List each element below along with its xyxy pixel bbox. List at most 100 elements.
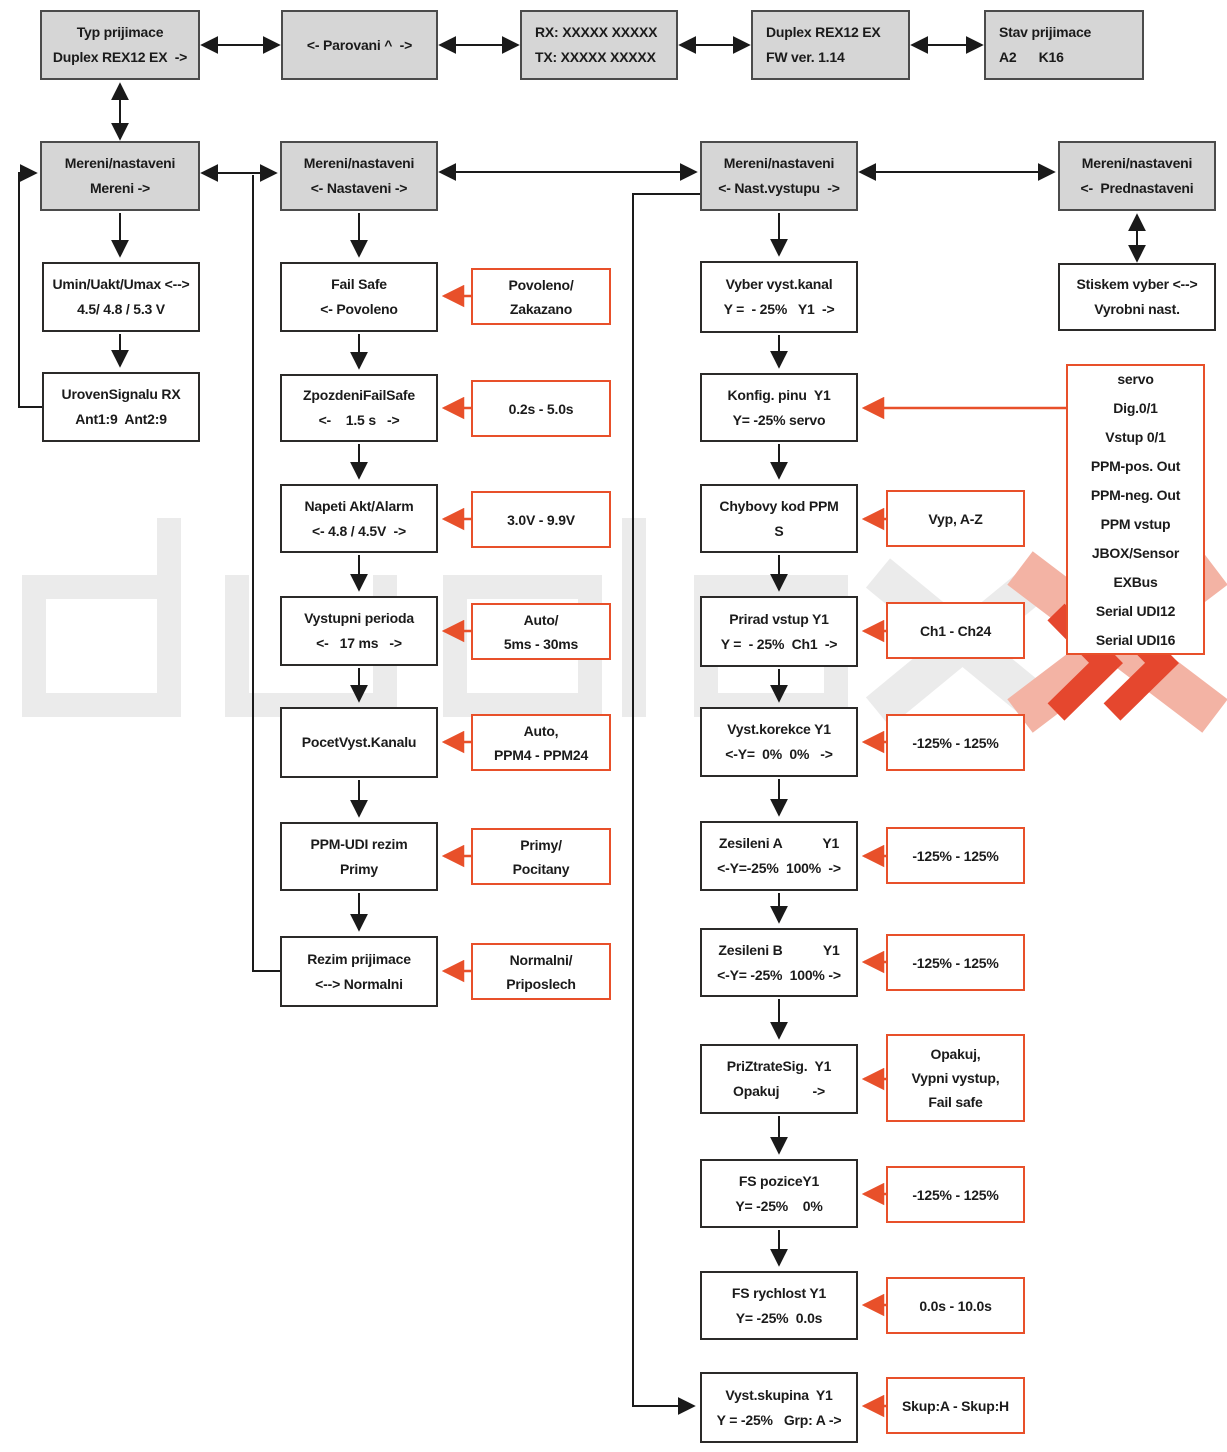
- node-pri-ztrate-sig: PriZtrateSig. Y1 Opakuj ->: [700, 1044, 858, 1114]
- line: Opakuj,: [930, 1046, 981, 1062]
- node-rezim-prijimace: Rezim prijimace <--> Normalni: [280, 936, 438, 1007]
- annotation-normalni-priposlech: Normalni/ Priposlech: [471, 943, 611, 1000]
- node-pocet-vyst-kanalu: PocetVyst.Kanalu: [280, 707, 438, 778]
- line: -125% - 125%: [912, 954, 999, 971]
- annotation-zesileni-a-range: -125% - 125%: [886, 827, 1025, 884]
- line: Ch1 - Ch24: [919, 622, 992, 639]
- line: PocetVyst.Kanalu: [301, 734, 417, 750]
- line: Y= -25% 0.0s: [735, 1309, 823, 1326]
- line: <- 1.5 s ->: [318, 412, 400, 428]
- annotation-ch-range: Ch1 - Ch24: [886, 602, 1025, 659]
- line: ZpozdeniFailSafe: [303, 387, 415, 403]
- line: Vypni vystup,: [911, 1070, 1000, 1086]
- line: <- Prednastaveni: [1080, 180, 1194, 196]
- line: Fail safe: [928, 1094, 983, 1110]
- line: Normalni/: [509, 951, 573, 968]
- line: Konfig. pinu Y1: [727, 386, 831, 403]
- annotation-ppm-count-range: Auto, PPM4 - PPM24: [471, 714, 611, 771]
- line: Ant1:9 Ant2:9: [75, 411, 167, 427]
- line: Vyp, A-Z: [928, 510, 983, 527]
- line: Serial UDI16: [1095, 631, 1176, 648]
- line: 4.5/ 4.8 / 5.3 V: [77, 301, 165, 317]
- line: Vystupni perioda: [304, 610, 414, 626]
- line: Y = -25% Grp: A ->: [716, 1411, 842, 1428]
- line: <- Povoleno: [320, 301, 398, 317]
- node-fail-safe: Fail Safe <- Povoleno: [280, 262, 438, 332]
- line: Zesileni A Y1: [718, 835, 840, 851]
- line: Zesileni B Y1: [718, 941, 840, 958]
- node-prirad-vstup: Prirad vstup Y1 Y = - 25% Ch1 ->: [700, 596, 858, 667]
- line: Vyber vyst.kanal: [725, 276, 833, 292]
- line: Skup:A - Skup:H: [902, 1397, 1009, 1414]
- node-ppm-udi-rezim: PPM-UDI rezim Primy: [280, 822, 438, 891]
- line: -125% - 125%: [912, 1186, 999, 1203]
- line: Opakuj ->: [733, 1083, 825, 1099]
- line: PPM-pos. Out: [1090, 457, 1181, 474]
- node-vyst-skupina: Vyst.skupina Y1 Y = -25% Grp: A ->: [700, 1372, 858, 1443]
- annotation-signal-loss-options: Opakuj, Vypni vystup, Fail safe: [886, 1034, 1025, 1122]
- node-menu-nastaveni: Mereni/nastaveni <- Nastaveni ->: [280, 141, 438, 211]
- node-stav-prijimace: Stav prijimace A2 K16: [984, 10, 1144, 80]
- node-menu-nast-vystupu: Mereni/nastaveni <- Nast.vystupu ->: [700, 141, 858, 211]
- line: Chybovy kod PPM: [719, 497, 839, 514]
- line: Napeti Akt/Alarm: [304, 497, 414, 514]
- node-menu-mereni: Mereni/nastaveni Mereni ->: [40, 141, 200, 211]
- line: TX: XXXXX XXXXX: [535, 49, 656, 65]
- annotation-korekce-range: -125% - 125%: [886, 714, 1025, 771]
- line: Fail Safe: [331, 276, 387, 292]
- line: Prirad vstup Y1: [729, 610, 829, 627]
- node-vystupni-perioda: Vystupni perioda <- 17 ms ->: [280, 596, 438, 666]
- line: PPM-neg. Out: [1090, 486, 1181, 503]
- annotation-primy-pocitany: Primy/ Pocitany: [471, 828, 611, 885]
- annotation-povoleno-zakazano: Povoleno/ Zakazano: [471, 268, 611, 325]
- annotation-period-range: Auto/ 5ms - 30ms: [471, 603, 611, 660]
- node-fw-version: Duplex REX12 EX FW ver. 1.14: [751, 10, 910, 80]
- node-konfig-pinu: Konfig. pinu Y1 Y= -25% servo: [700, 373, 858, 442]
- node-fs-rychlost: FS rychlost Y1 Y= -25% 0.0s: [700, 1271, 858, 1340]
- line: PPM-UDI rezim: [310, 835, 408, 852]
- line: Serial UDI12: [1095, 602, 1176, 619]
- line: -125% - 125%: [912, 847, 999, 864]
- line: Y = - 25% Ch1 ->: [720, 635, 838, 652]
- line: Mereni/nastaveni: [303, 155, 415, 171]
- node-napeti-akt-alarm: Napeti Akt/Alarm <- 4.8 / 4.5V ->: [280, 484, 438, 553]
- line: Auto,: [523, 722, 559, 739]
- line: Y = - 25% Y1 ->: [723, 301, 835, 317]
- line: <-Y= 0% 0% ->: [725, 746, 833, 762]
- node-vyst-korekce: Vyst.korekce Y1 <-Y= 0% 0% ->: [700, 707, 858, 777]
- line: PPM4 - PPM24: [493, 746, 589, 763]
- line: 0.2s - 5.0s: [508, 400, 574, 417]
- line: PPM vstup: [1100, 515, 1171, 532]
- line: -125% - 125%: [912, 734, 999, 751]
- line: Mereni/nastaveni: [1081, 155, 1193, 171]
- line: EXBus: [1113, 573, 1158, 590]
- line: JBOX/Sensor: [1091, 544, 1180, 561]
- line: FS poziceY1: [738, 1172, 820, 1189]
- line: Primy: [340, 860, 378, 877]
- line: 5ms - 30ms: [503, 635, 579, 652]
- line: <- 17 ms ->: [316, 635, 402, 651]
- line: Duplex REX12 EX: [766, 24, 881, 40]
- annotation-failsafe-delay-range: 0.2s - 5.0s: [471, 380, 611, 437]
- line: Duplex REX12 EX ->: [52, 49, 188, 65]
- line: Auto/: [523, 611, 559, 628]
- line: Y= -25% 0%: [735, 1197, 823, 1214]
- node-chybovy-kod-ppm: Chybovy kod PPM S: [700, 484, 858, 553]
- line: Mereni/nastaveni: [64, 155, 176, 171]
- line: <--> Normalni: [315, 975, 403, 992]
- annotation-pin-config-options: servo Dig.0/1 Vstup 0/1 PPM-pos. Out PPM…: [1066, 364, 1205, 655]
- line: <- Nast.vystupu ->: [718, 180, 840, 196]
- line: Y= -25% servo: [732, 411, 826, 428]
- line: Mereni ->: [89, 180, 151, 196]
- line: Zakazano: [509, 300, 573, 317]
- node-uroven-signalu: UrovenSignalu RX Ant1:9 Ant2:9: [42, 372, 200, 442]
- line: Typ prijimace: [76, 24, 164, 40]
- line: <- 4.8 / 4.5V ->: [312, 522, 406, 539]
- line: <- Parovani ^ ->: [306, 36, 413, 53]
- annotation-vyp-az: Vyp, A-Z: [886, 490, 1025, 547]
- node-parovani: <- Parovani ^ ->: [281, 10, 438, 80]
- line: Dig.0/1: [1113, 399, 1158, 416]
- node-typ-prijimace: Typ prijimace Duplex REX12 EX ->: [40, 10, 200, 80]
- line: <-Y=-25% 100% ->: [717, 860, 841, 876]
